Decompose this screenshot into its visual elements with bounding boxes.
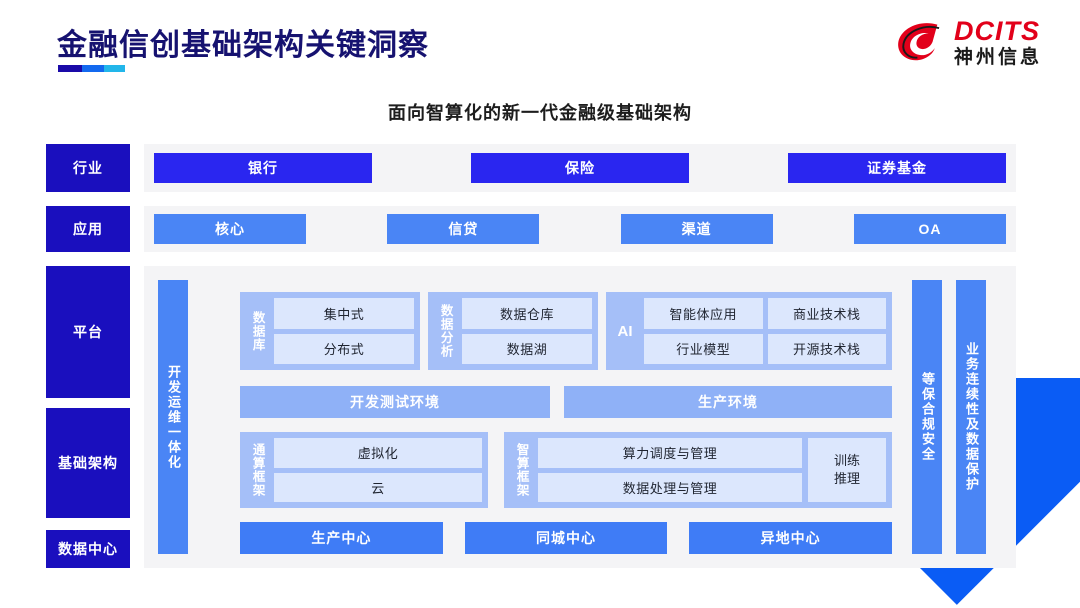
application-chip-oa[interactable]: OA — [853, 214, 1006, 244]
cell-data-lake[interactable]: 数据湖 — [462, 333, 592, 364]
application-chip-credit[interactable]: 信贷 — [387, 214, 540, 244]
brand-logo: DCITS 神州信息 — [894, 16, 1042, 68]
cell-compute-scheduling-management[interactable]: 算力调度与管理 — [538, 438, 802, 468]
datacenter-chip-row: 生产中心 同城中心 异地中心 — [240, 522, 893, 554]
stack-label-column: 行业 应用 平台 基础架构 数据中心 — [46, 140, 130, 568]
vertical-bar-security-compliance[interactable]: 等保合规安全 — [912, 280, 942, 554]
cell-commercial-tech-stack[interactable]: 商业技术栈 — [767, 298, 886, 329]
vertical-bar-business-continuity[interactable]: 业务连续性及数据保护 — [956, 280, 986, 554]
group-data-analysis: 数据分析 数据仓库 数据湖 — [428, 292, 598, 370]
env-bar-dev-test[interactable]: 开发测试环境 — [240, 386, 550, 418]
datacenter-chip-same-city[interactable]: 同城中心 — [464, 522, 668, 554]
cell-virtualization[interactable]: 虚拟化 — [274, 438, 482, 468]
industry-chip-securities-fund[interactable]: 证券基金 — [788, 153, 1006, 183]
env-bar-production[interactable]: 生产环境 — [564, 386, 892, 418]
datacenter-chip-remote[interactable]: 异地中心 — [689, 522, 893, 554]
application-band: 核心 信贷 渠道 OA — [144, 206, 1016, 252]
group-title-database: 数据库 — [250, 310, 265, 352]
application-chip-core[interactable]: 核心 — [154, 214, 306, 244]
group-title-intelligent-compute: 智算框架 — [514, 443, 529, 497]
dcits-swirl-icon — [898, 23, 940, 61]
datacenter-chip-production[interactable]: 生产中心 — [240, 522, 443, 554]
cell-distributed[interactable]: 分布式 — [274, 333, 414, 364]
industry-chip-insurance[interactable]: 保险 — [471, 153, 689, 183]
group-title-general-compute: 通算框架 — [250, 443, 265, 497]
cell-training-inference[interactable]: 训练 推理 — [808, 438, 886, 502]
training-label: 训练 — [833, 452, 860, 468]
slide-header: 金融信创基础架构关键洞察 DCITS 神州信息 — [0, 0, 1080, 88]
title-underline-rule — [58, 65, 125, 72]
stack-label-infrastructure[interactable]: 基础架构 — [46, 408, 130, 518]
group-ai: AI 智能体应用 商业技术栈 行业模型 开源技术栈 — [606, 292, 892, 370]
group-intelligent-compute-framework: 智算框架 算力调度与管理 数据处理与管理 训练 推理 — [504, 432, 892, 508]
vertical-bar-devops[interactable]: 开发运维一体化 — [158, 280, 188, 554]
architecture-diagram: 行业 应用 平台 基础架构 数据中心 银行 保险 证券基金 核心 — [46, 140, 1016, 568]
platform-infrastructure-band: 开发运维一体化 等保合规安全 业务连续性及数据保护 数据库 集中式 分布式 数据… — [144, 266, 1016, 568]
group-title-data-analysis: 数据分析 — [438, 304, 453, 358]
page-title: 金融信创基础架构关键洞察 — [57, 29, 429, 62]
application-chip-channel[interactable]: 渠道 — [620, 214, 773, 244]
application-chip-row: 核心 信贷 渠道 OA — [144, 206, 1016, 252]
cell-centralized[interactable]: 集中式 — [274, 298, 414, 329]
diagram-subtitle: 面向智算化的新一代金融级基础架构 — [388, 103, 692, 123]
stack-label-datacenter[interactable]: 数据中心 — [46, 530, 130, 568]
group-general-compute-framework: 通算框架 虚拟化 云 — [240, 432, 488, 508]
industry-band: 银行 保险 证券基金 — [144, 144, 1016, 192]
cell-cloud[interactable]: 云 — [274, 472, 482, 502]
cell-agent-application[interactable]: 智能体应用 — [644, 298, 763, 329]
stack-label-platform[interactable]: 平台 — [46, 266, 130, 398]
cell-data-processing-management[interactable]: 数据处理与管理 — [538, 472, 802, 502]
cell-industry-model[interactable]: 行业模型 — [644, 333, 763, 364]
diagram-content-column: 银行 保险 证券基金 核心 信贷 渠道 OA — [144, 140, 1016, 568]
group-database: 数据库 集中式 分布式 — [240, 292, 420, 370]
cell-data-warehouse[interactable]: 数据仓库 — [462, 298, 592, 329]
industry-chip-row: 银行 保险 证券基金 — [144, 144, 1016, 192]
industry-chip-bank[interactable]: 银行 — [154, 153, 372, 183]
cell-opensource-tech-stack[interactable]: 开源技术栈 — [767, 333, 886, 364]
stack-label-application[interactable]: 应用 — [46, 206, 130, 252]
logo-text-cn: 神州信息 — [953, 46, 1042, 68]
inference-label: 推理 — [833, 471, 860, 486]
logo-text-en: DCITS — [953, 15, 1040, 46]
group-title-ai: AI — [617, 322, 633, 340]
stack-label-industry[interactable]: 行业 — [46, 144, 130, 192]
